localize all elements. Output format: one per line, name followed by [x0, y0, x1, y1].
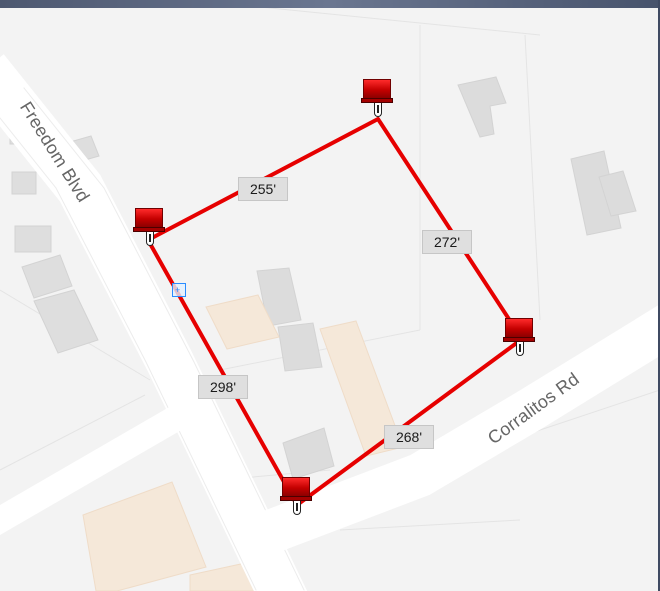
measurement-label-272: 272': [422, 230, 472, 254]
pin-icon-right[interactable]: [503, 318, 537, 362]
measurement-label-298: 298': [198, 375, 248, 399]
measurement-label-255: 255': [238, 177, 288, 201]
window-border: [658, 0, 660, 591]
pin-icon-left[interactable]: [133, 208, 167, 252]
cursor-icon: +: [172, 283, 186, 297]
measurement-label-268: 268': [384, 425, 434, 449]
pin-icon-top[interactable]: [361, 79, 395, 123]
pin-icon-bottom[interactable]: [280, 477, 314, 521]
window-header: [0, 0, 660, 8]
